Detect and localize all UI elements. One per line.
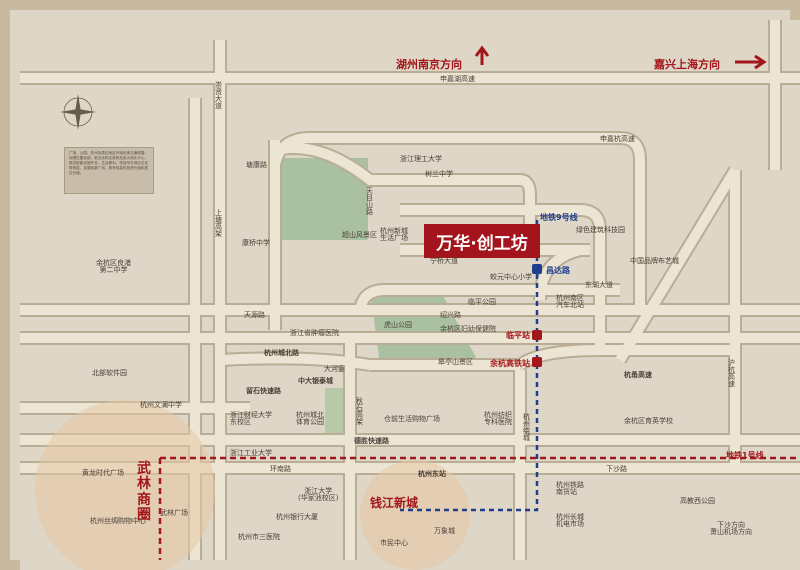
chaoshan-park-area — [282, 158, 368, 240]
compass-icon — [60, 94, 96, 130]
road-huhang: 沪杭高速 — [728, 359, 735, 388]
road-tianmu: 天目山路 — [366, 187, 373, 216]
poi-hzbeicheng: 杭州城北 体育公园 — [296, 411, 324, 426]
road-huanan: 环南路 — [270, 465, 291, 473]
poi-kangqiao: 康桥中学 — [242, 239, 270, 247]
poi-zj-hosp: 浙江省肿瘤医院 — [290, 329, 339, 337]
poi-citizen: 市民中心 — [380, 539, 408, 547]
poi-green-tech: 绿色建筑科技园 — [576, 226, 625, 234]
station-hzdong-label: 杭州东站 — [418, 470, 446, 478]
road-network — [20, 20, 800, 570]
poi-hzwen: 杭州文澜中学 — [140, 401, 182, 409]
poi-hz-bank: 杭州银行大厦 — [276, 513, 318, 521]
road-dongxin: 东湖大道 — [585, 281, 613, 289]
road-tianyuan: 天源路 — [244, 311, 265, 319]
road-gongchen: 宁桥大道 — [430, 257, 458, 265]
poi-hz3: 杭州市三医院 — [238, 533, 280, 541]
road-wenyi: 绍兴路 — [440, 311, 461, 319]
qianjiang-district-label: 钱江新城 — [370, 496, 419, 510]
road-xiasha: 下沙路 — [606, 465, 627, 473]
road-liushi: 留石快速路 — [246, 387, 281, 395]
poi-yuhang2: 余杭区良渚 第二中学 — [96, 259, 131, 274]
map-canvas: 湖州南京方向 嘉兴上海方向 广场、公园、杭州及周边地区环境优美交通便捷，地理位置… — [20, 20, 800, 570]
poi-huanglong: 黄龙时代广场 — [82, 469, 124, 477]
info-card: 广场、公园、杭州及周边地区环境优美交通便捷，地理位置优越，临近余杭区政府及各大商… — [64, 147, 154, 194]
poi-gaoting: 皋亭山景区 — [438, 358, 473, 366]
road-shangtang: 上塘高架 — [215, 209, 222, 238]
wulin-district-label: 武林商圈 — [137, 461, 151, 524]
poi-hz-silk: 杭州丝绸购物中心 — [90, 517, 146, 525]
poi-shuyuan: 树兰中学 — [425, 170, 453, 178]
poi-daguanyuan: 大河宴 — [324, 365, 345, 373]
poi-hznz: 杭州南区 汽车北站 — [556, 294, 584, 309]
road-hangzhou-ring: 杭州绕城 — [523, 413, 530, 442]
poi-yuhang-hosp: 余杭区妇幼保健院 — [440, 325, 496, 333]
poi-xinghua: 蛟元中心小学 — [490, 273, 532, 281]
station-marker-changda — [532, 264, 542, 274]
road-huzhou-line: 崇贤大道 — [215, 81, 222, 110]
poi-xiasha-dir: 下沙方向 萧山机场方向 — [710, 521, 752, 536]
east-direction-label: 嘉兴上海方向 — [654, 58, 720, 71]
north-direction-label: 湖州南京方向 — [396, 58, 462, 71]
road-dehai: 德胜快速路 — [354, 437, 389, 445]
poi-jushi: 余杭区育英学校 — [624, 417, 673, 425]
poi-hushan: 虎山公园 — [384, 321, 412, 329]
wulin-district-circle — [35, 400, 215, 570]
station-marker-linping — [532, 330, 542, 340]
poi-hz-changcheng: 杭州长城 机电市场 — [556, 513, 584, 528]
road-zhongda: 中大银泰城 — [298, 377, 333, 385]
road-qiushi: 秋石高架 — [356, 397, 363, 426]
station-changda-label: 昌达路 — [546, 266, 570, 275]
poi-wanxiang: 万象城 — [434, 527, 455, 535]
poi-cangfeng: 仓前生活购物广场 — [384, 415, 440, 423]
poi-zj-gongda: 浙江工业大学 — [230, 449, 272, 457]
road-hangyong: 杭甬高速 — [624, 371, 652, 379]
poi-hz-railway: 杭州铁路 南货站 — [556, 481, 584, 496]
line1-label: 地铁1号线 — [726, 451, 764, 460]
poi-zj-sci: 浙江理工大学 — [400, 155, 442, 163]
poi-zj-finance: 浙江财经大学 东校区 — [230, 411, 272, 426]
poi-zj-univ: 浙江大学 (华家池校区) — [298, 487, 339, 502]
poi-wulin-plaza: 武林广场 — [160, 509, 188, 517]
poi-chaoshan: 超山风景区 — [342, 231, 377, 239]
poi-hz-lian: 杭州新城 生活广场 — [380, 227, 408, 242]
east-arrow — [735, 54, 767, 70]
project-brand-badge: 万华·创工坊 — [424, 224, 540, 258]
metro-line-9 — [400, 220, 539, 512]
station-linping-label: 临平站 — [506, 331, 530, 340]
road-chengbei: 杭州城北路 — [264, 349, 299, 357]
line9-label: 地铁9号线 — [540, 213, 578, 222]
qianjiang-district-circle — [360, 460, 470, 570]
north-arrow — [474, 45, 490, 65]
road-zhonghuan: 申嘉杭高速 — [600, 135, 635, 143]
road-shenjia: 申嘉湖高速 — [440, 75, 475, 83]
road-tanghang: 塘康路 — [246, 161, 267, 169]
poi-gaojiao: 高教西公园 — [680, 497, 715, 505]
station-marker-yuhang — [532, 357, 542, 367]
poi-linping-park: 临平公园 — [468, 298, 496, 306]
poi-hzfangzhi: 杭州纺织 专科医院 — [484, 411, 512, 426]
poi-china-arts: 中国品牌布艺城 — [630, 257, 679, 265]
poi-north-park: 北部软件园 — [92, 369, 127, 377]
station-yuhang-label: 余杭高铁站 — [490, 359, 530, 368]
